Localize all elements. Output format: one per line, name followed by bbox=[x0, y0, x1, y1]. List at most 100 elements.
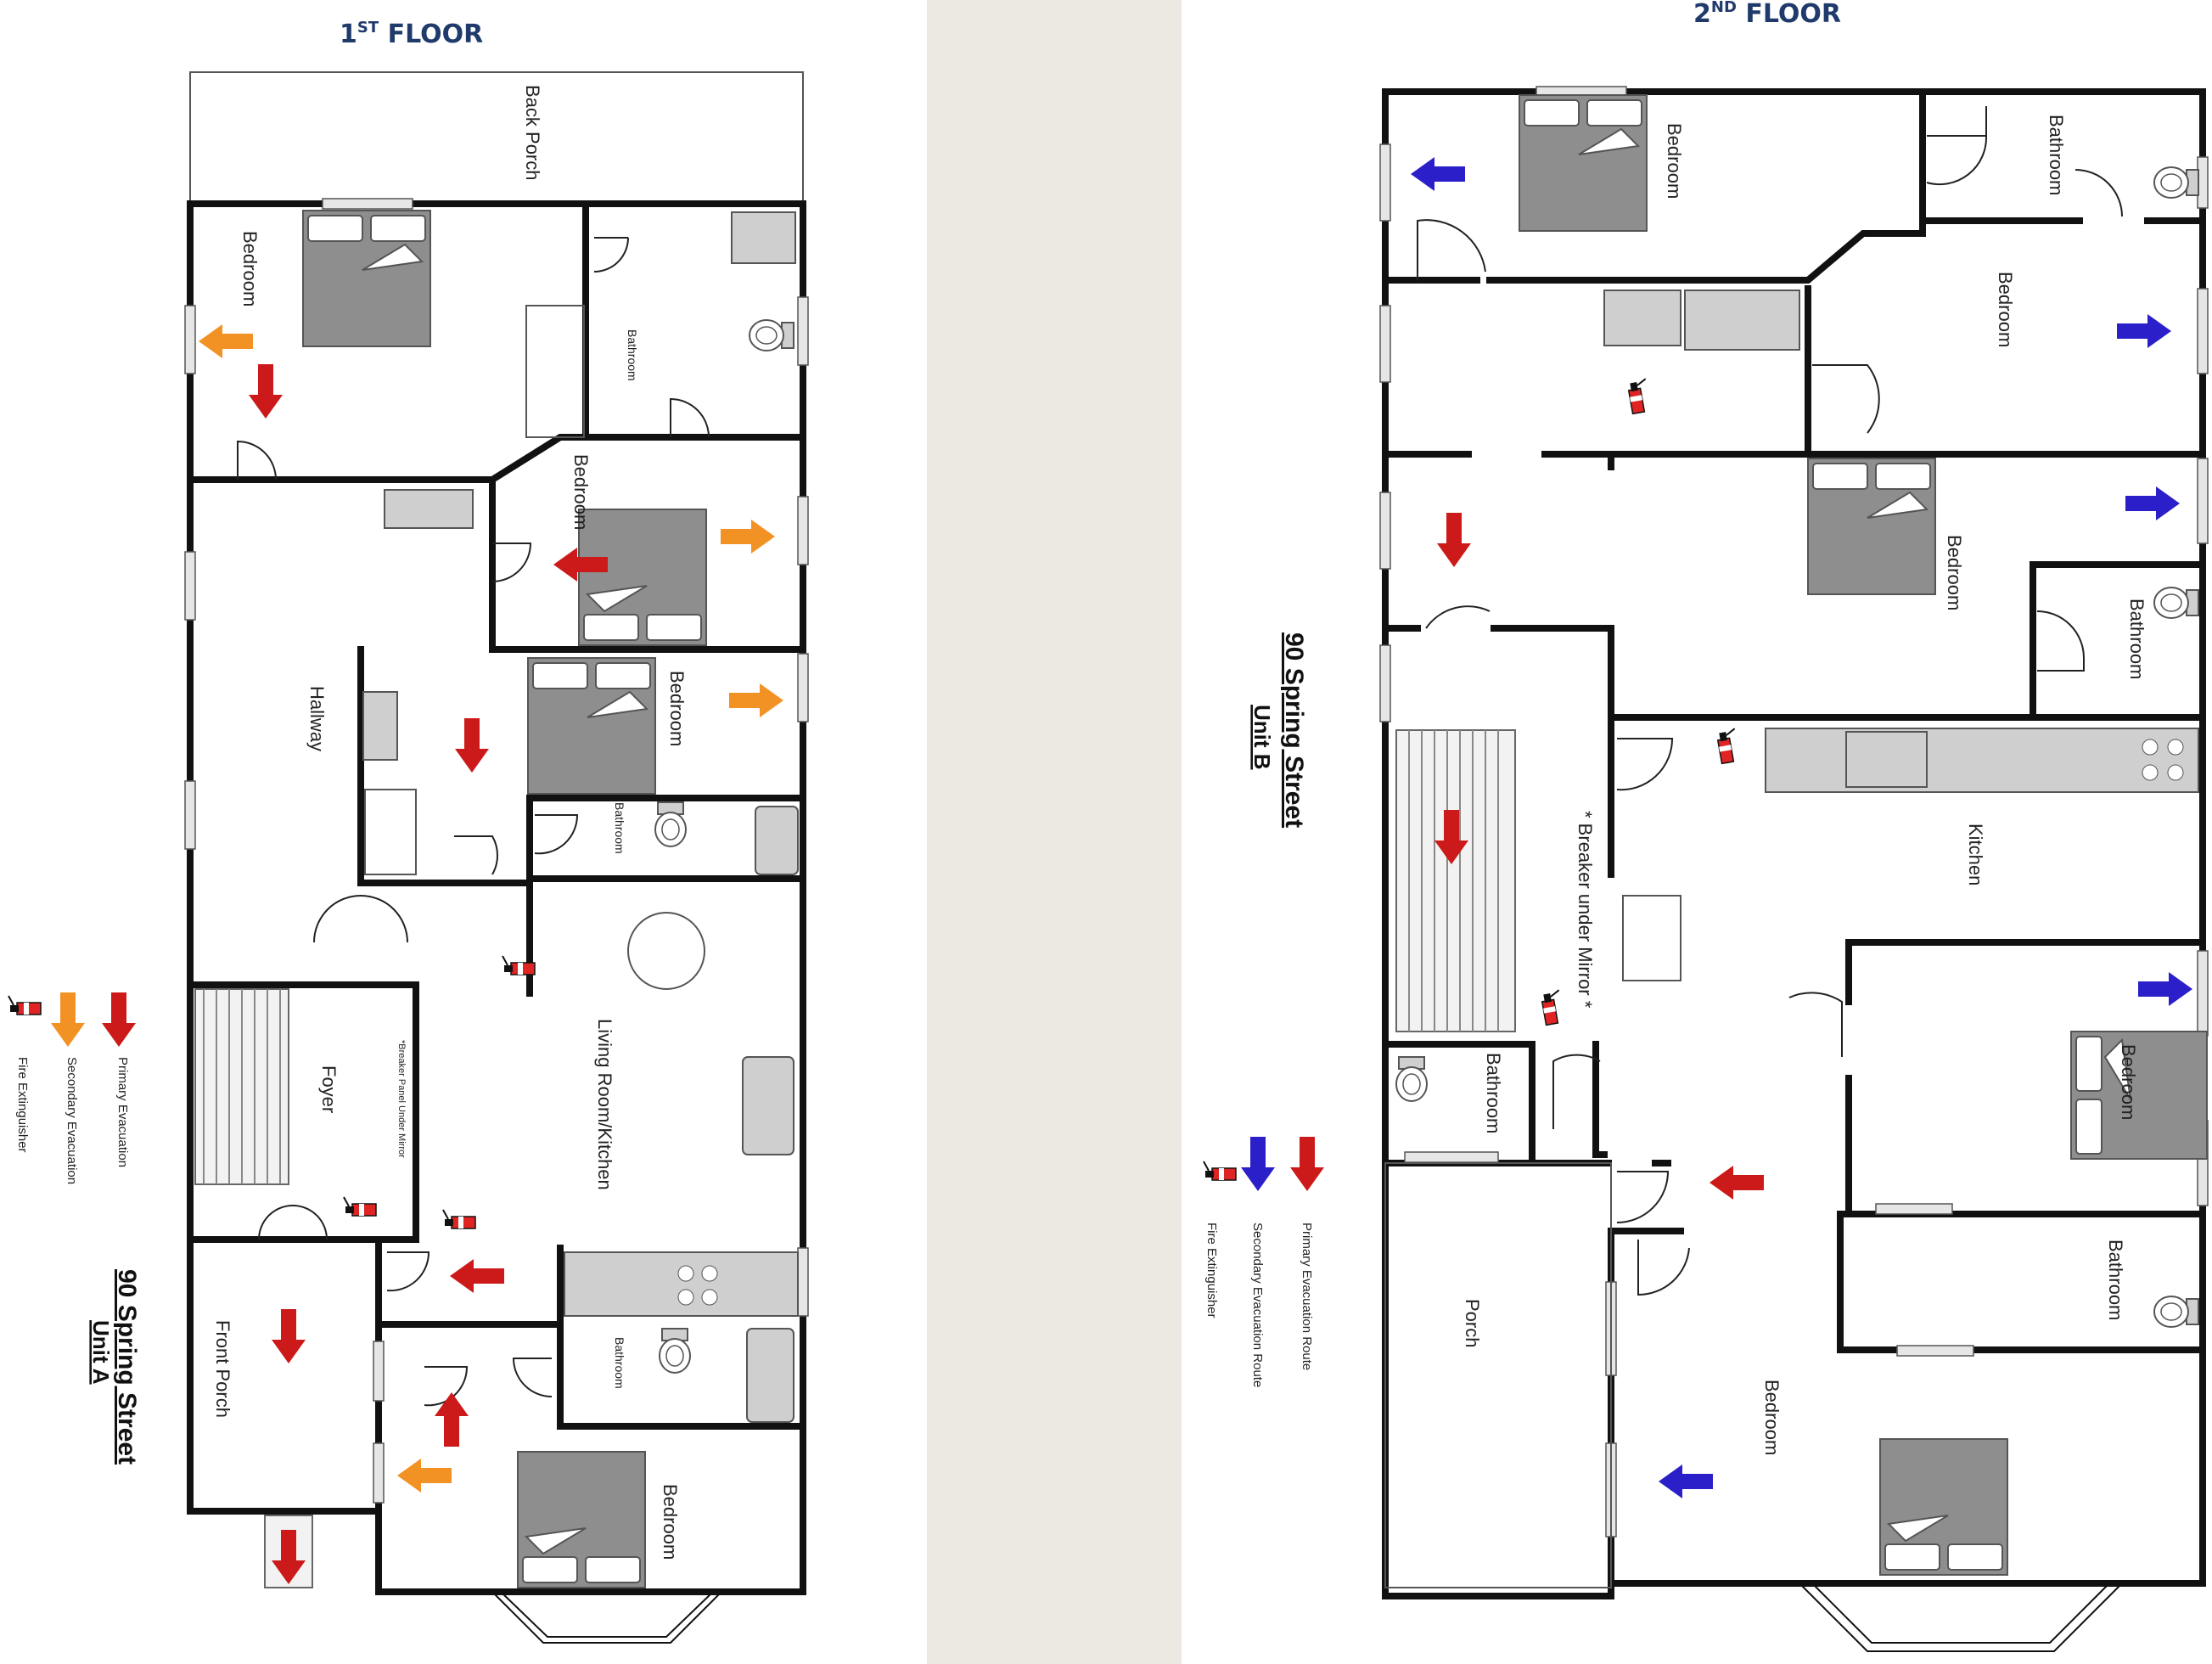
room-label-porch: Porch bbox=[1462, 1299, 1483, 1347]
address-line1: 90 Spring Street bbox=[1280, 632, 1308, 828]
room-label-bedroom: Bedroom bbox=[2118, 1044, 2139, 1120]
room-label-bathroom: Bathroom bbox=[626, 329, 639, 381]
extinguisher-icon bbox=[1540, 989, 1566, 1026]
window bbox=[184, 305, 196, 374]
window bbox=[322, 198, 413, 210]
legend-secondary-label: Secondary Evacuation Route bbox=[1250, 1223, 1265, 1387]
window bbox=[1379, 143, 1391, 222]
stove-icon bbox=[384, 489, 474, 529]
primary-arrow-icon bbox=[455, 718, 489, 773]
toilet-icon bbox=[1395, 1056, 1428, 1102]
burner bbox=[2167, 739, 2184, 756]
secondary-arrow-icon bbox=[2138, 972, 2192, 1006]
window bbox=[797, 1247, 809, 1317]
door-swing bbox=[313, 894, 408, 943]
first-floor-outer-wall bbox=[187, 200, 806, 1595]
secondary-arrow-icon bbox=[1659, 1464, 1713, 1498]
bathtub-icon bbox=[755, 806, 799, 875]
room-label-bathroom: Bathroom bbox=[2105, 1240, 2126, 1320]
wall bbox=[357, 646, 533, 886]
room-label-foyer: Foyer bbox=[318, 1065, 340, 1113]
room-label-bedroom: Bedroom bbox=[1664, 123, 1685, 199]
door-swing bbox=[1616, 738, 1674, 791]
breaker-note: *Breaker Panel Under Mirror bbox=[396, 1040, 407, 1158]
closet bbox=[525, 305, 585, 438]
door-swing bbox=[386, 1251, 430, 1292]
first-floor-title: 1ST FLOOR bbox=[340, 19, 483, 49]
primary-arrow-icon bbox=[272, 1309, 306, 1363]
door-swing bbox=[1788, 992, 1843, 1057]
primary-arrow-icon bbox=[249, 364, 283, 419]
burner bbox=[2142, 764, 2159, 781]
room-label-bedroom: Bedroom bbox=[1995, 272, 2016, 347]
door-swing bbox=[1552, 1054, 1601, 1129]
secondary-arrow-icon bbox=[721, 520, 775, 554]
window bbox=[797, 496, 809, 565]
legend-extinguisher-label: Fire Extinguisher bbox=[15, 1057, 30, 1153]
window bbox=[184, 780, 196, 850]
bay-window bbox=[500, 1591, 714, 1638]
legend-secondary-label: Secondary Evacuation bbox=[65, 1057, 79, 1184]
divider-band bbox=[927, 0, 1182, 1664]
secondary-arrow-icon bbox=[2125, 486, 2180, 520]
secondary-arrow-icon bbox=[199, 324, 253, 358]
address-line1: 90 Spring Street bbox=[113, 1269, 141, 1464]
kitchen-counter bbox=[1765, 728, 2199, 793]
primary-arrow-icon bbox=[102, 992, 136, 1047]
primary-arrow-icon bbox=[1710, 1166, 1764, 1200]
room-label-living-kitchen: Living Room/Kitchen bbox=[594, 1019, 615, 1190]
window bbox=[1379, 305, 1391, 383]
room-label-hallway: Hallway bbox=[306, 686, 328, 751]
extinguisher-icon bbox=[343, 1196, 377, 1217]
room-label-bathroom: Bathroom bbox=[613, 802, 626, 854]
burner bbox=[701, 1265, 718, 1282]
bed-icon bbox=[1807, 458, 1936, 595]
primary-arrow-icon bbox=[450, 1259, 504, 1293]
door-swing bbox=[491, 542, 532, 582]
window bbox=[2197, 288, 2209, 374]
bathtub-icon bbox=[746, 1328, 794, 1423]
window bbox=[184, 551, 196, 621]
burner bbox=[2142, 739, 2159, 756]
door-swing bbox=[258, 1204, 328, 1240]
extinguisher-icon bbox=[442, 1209, 476, 1229]
bay-window bbox=[1799, 1582, 2123, 1652]
window bbox=[1379, 492, 1391, 570]
burner bbox=[2167, 764, 2184, 781]
sofa-icon bbox=[742, 1056, 794, 1155]
primary-arrow-icon bbox=[1437, 513, 1471, 567]
breaker-note: * Breaker under Mirror * bbox=[1575, 811, 1596, 1009]
room-label-bedroom: Bedroom bbox=[660, 1484, 681, 1560]
door-swing bbox=[593, 237, 629, 273]
porch-area bbox=[1384, 1162, 1612, 1588]
toilet-icon bbox=[2153, 587, 2199, 619]
secondary-arrow-icon bbox=[1411, 157, 1465, 191]
room-label-bathroom: Bathroom bbox=[613, 1337, 626, 1389]
door-swing bbox=[1926, 106, 1988, 186]
door-swing bbox=[454, 835, 498, 875]
bed-icon bbox=[517, 1451, 646, 1588]
toilet-icon bbox=[2153, 1296, 2199, 1328]
bed-icon bbox=[527, 657, 656, 795]
sink-icon bbox=[1845, 731, 1928, 788]
door-swing bbox=[534, 814, 579, 855]
door-swing bbox=[2036, 610, 2085, 672]
wall bbox=[1837, 1211, 2206, 1353]
burner bbox=[701, 1289, 718, 1306]
shower-icon bbox=[731, 211, 796, 264]
secondary-arrow-icon bbox=[2117, 314, 2171, 348]
toilet-icon bbox=[654, 801, 687, 847]
secondary-arrow-icon bbox=[1241, 1137, 1275, 1191]
bed-icon bbox=[1879, 1438, 2008, 1576]
door-swing bbox=[512, 1358, 553, 1397]
room-label-bedroom: Bedroom bbox=[666, 671, 688, 746]
address-line2: Unit A bbox=[88, 1320, 114, 1385]
wall bbox=[487, 434, 806, 485]
stair-treads bbox=[1408, 730, 1499, 1032]
bed-icon bbox=[1519, 94, 1648, 232]
toilet-icon bbox=[659, 1328, 691, 1374]
room-label-back-porch: Back Porch bbox=[522, 85, 543, 181]
table-icon bbox=[1622, 895, 1681, 981]
room-label-kitchen: Kitchen bbox=[1965, 824, 1986, 885]
